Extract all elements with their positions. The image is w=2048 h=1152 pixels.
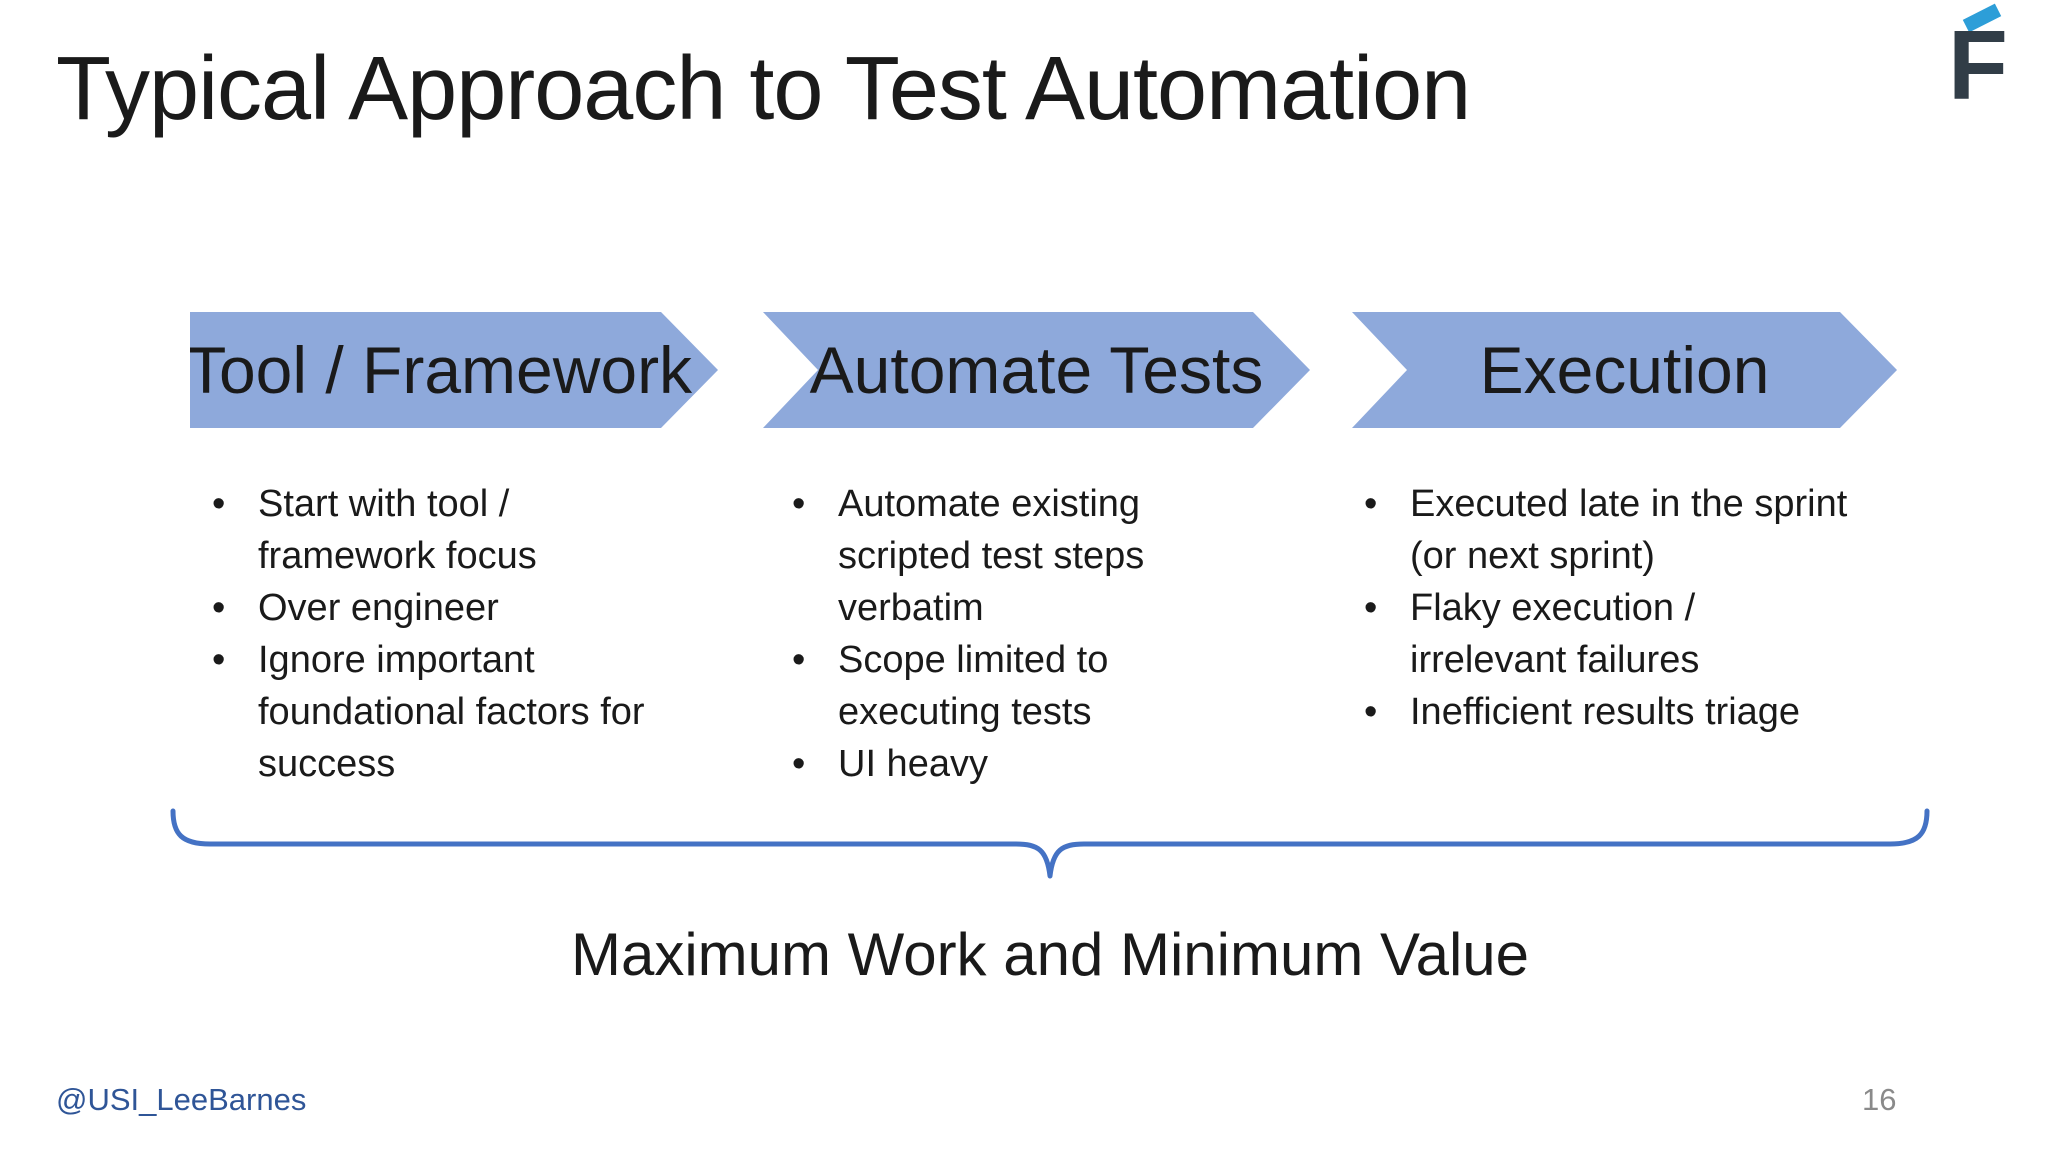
bullet-item: • Ignore important foundational factors … xyxy=(212,634,752,790)
stage-arrow-execution: Execution xyxy=(1352,312,1897,428)
bullet-text: UI heavy xyxy=(838,743,988,785)
bullet-item: • Start with tool / framework focus xyxy=(212,478,752,582)
bullet-marker: • xyxy=(792,639,806,681)
page-title: Typical Approach to Test Automation xyxy=(56,39,1471,139)
stage-bullets-tool-framework: • Start with tool / framework focus • Ov… xyxy=(212,478,752,790)
bullet-text: Flaky execution / irrelevant failures xyxy=(1410,587,1700,681)
bullet-item: • Flaky execution / irrelevant failures xyxy=(1364,582,1964,686)
bullet-text: Executed late in the sprint (or next spr… xyxy=(1410,483,1848,577)
bullet-marker: • xyxy=(792,743,806,785)
bullet-text: Over engineer xyxy=(258,587,499,629)
twitter-handle: @USI_LeeBarnes xyxy=(56,1082,307,1117)
stage-arrow-tool-framework: Tool / Framework xyxy=(190,312,718,428)
bullet-marker: • xyxy=(1364,691,1378,733)
summary-caption: Maximum Work and Minimum Value xyxy=(570,921,1530,988)
stage-label: Execution xyxy=(1479,333,1770,407)
bullet-marker: • xyxy=(1364,587,1378,629)
bullet-text: Start with tool / framework focus xyxy=(258,483,537,577)
logo-letter: F xyxy=(1948,10,2008,120)
bullet-list: • Automate existing scripted test steps … xyxy=(792,478,1332,790)
bullet-item: • Automate existing scripted test steps … xyxy=(792,478,1332,634)
stage-label: Tool / Framework xyxy=(185,333,693,407)
stage-arrow-automate-tests: Automate Tests xyxy=(763,312,1310,428)
stage-bullets-execution: • Executed late in the sprint (or next s… xyxy=(1364,478,1964,738)
bullet-item: • Scope limited to executing tests xyxy=(792,634,1332,738)
bullet-list: • Executed late in the sprint (or next s… xyxy=(1364,478,1964,738)
company-logo: F xyxy=(1940,0,2030,115)
bullet-text: Automate existing scripted test steps ve… xyxy=(838,483,1145,629)
bullet-marker: • xyxy=(792,483,806,525)
bullet-item: • UI heavy xyxy=(792,738,1332,790)
bullet-text: Inefficient results triage xyxy=(1410,691,1801,733)
bullet-marker: • xyxy=(212,483,226,525)
stage-label: Automate Tests xyxy=(809,333,1264,407)
grouping-brace xyxy=(170,808,1930,879)
bullet-item: • Inefficient results triage xyxy=(1364,686,1964,738)
bullet-marker: • xyxy=(212,639,226,681)
page-number: 16 xyxy=(1862,1082,1897,1117)
stage-bullets-automate-tests: • Automate existing scripted test steps … xyxy=(792,478,1332,790)
bullet-text: Ignore important foundational factors fo… xyxy=(258,639,645,785)
bullet-list: • Start with tool / framework focus • Ov… xyxy=(212,478,752,790)
bullet-item: • Executed late in the sprint (or next s… xyxy=(1364,478,1964,582)
bullet-marker: • xyxy=(212,587,226,629)
bullet-text: Scope limited to executing tests xyxy=(838,639,1109,733)
bullet-item: • Over engineer xyxy=(212,582,752,634)
bullet-marker: • xyxy=(1364,483,1378,525)
